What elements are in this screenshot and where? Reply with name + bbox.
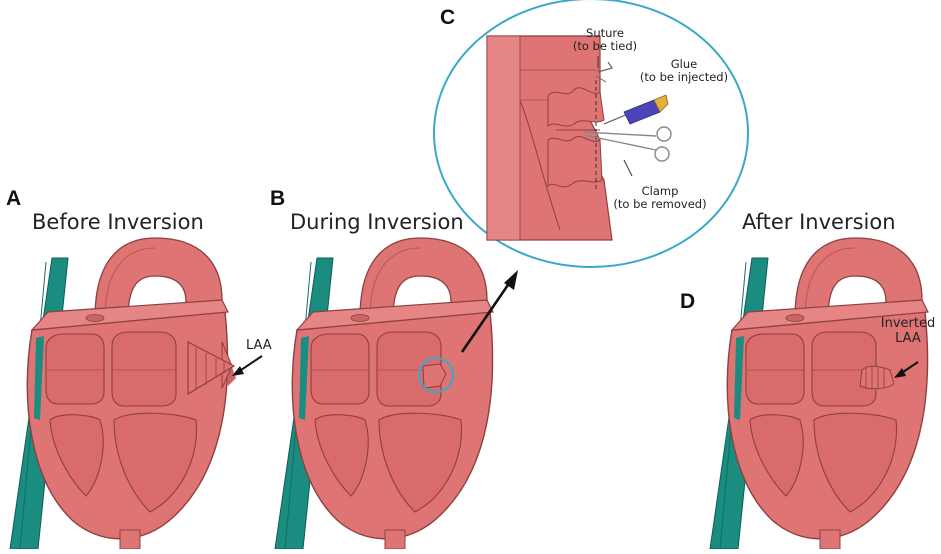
inverted-laa-line2: LAA (895, 331, 921, 346)
glue-label: Glue (to be injected) (636, 58, 732, 84)
panel-b-title: During Inversion (290, 210, 464, 234)
glue-label-line2: (to be injected) (639, 70, 729, 84)
arrow-icon (232, 355, 263, 376)
suture-label-line1: Suture (586, 26, 624, 40)
clamp-label-line1: Clamp (641, 184, 679, 198)
magnifier-lens-icon (418, 357, 454, 393)
heart-model-d (709, 237, 929, 550)
suture-label-line2: (to be tied) (572, 39, 638, 53)
heart-model-a (9, 237, 236, 550)
panel-a-letter: A (6, 187, 22, 210)
suture-needle-icon (595, 61, 613, 83)
arrow-icon (894, 361, 919, 378)
syringe-icon (603, 94, 669, 125)
zoom-lens (433, 0, 749, 268)
inverted-laa-label: Inverted LAA (880, 316, 936, 346)
clamp-label-line2: (to be removed) (613, 197, 707, 211)
glue-label-line1: Glue (670, 57, 698, 71)
panel-a-title: Before Inversion (32, 210, 204, 234)
laa-label: LAA (246, 338, 272, 353)
panel-b-letter: B (270, 187, 286, 210)
clamp-icon (583, 126, 672, 162)
panel-d-letter: D (680, 290, 696, 313)
suture-label: Suture (to be tied) (566, 27, 644, 53)
panel-c-letter: C (440, 6, 456, 29)
inverted-laa-line1: Inverted (880, 316, 936, 331)
heart-model-b (274, 237, 494, 550)
zoom-arrow-icon (460, 270, 518, 353)
panel-d-title: After Inversion (742, 210, 896, 234)
clamp-label: Clamp (to be removed) (610, 185, 710, 211)
